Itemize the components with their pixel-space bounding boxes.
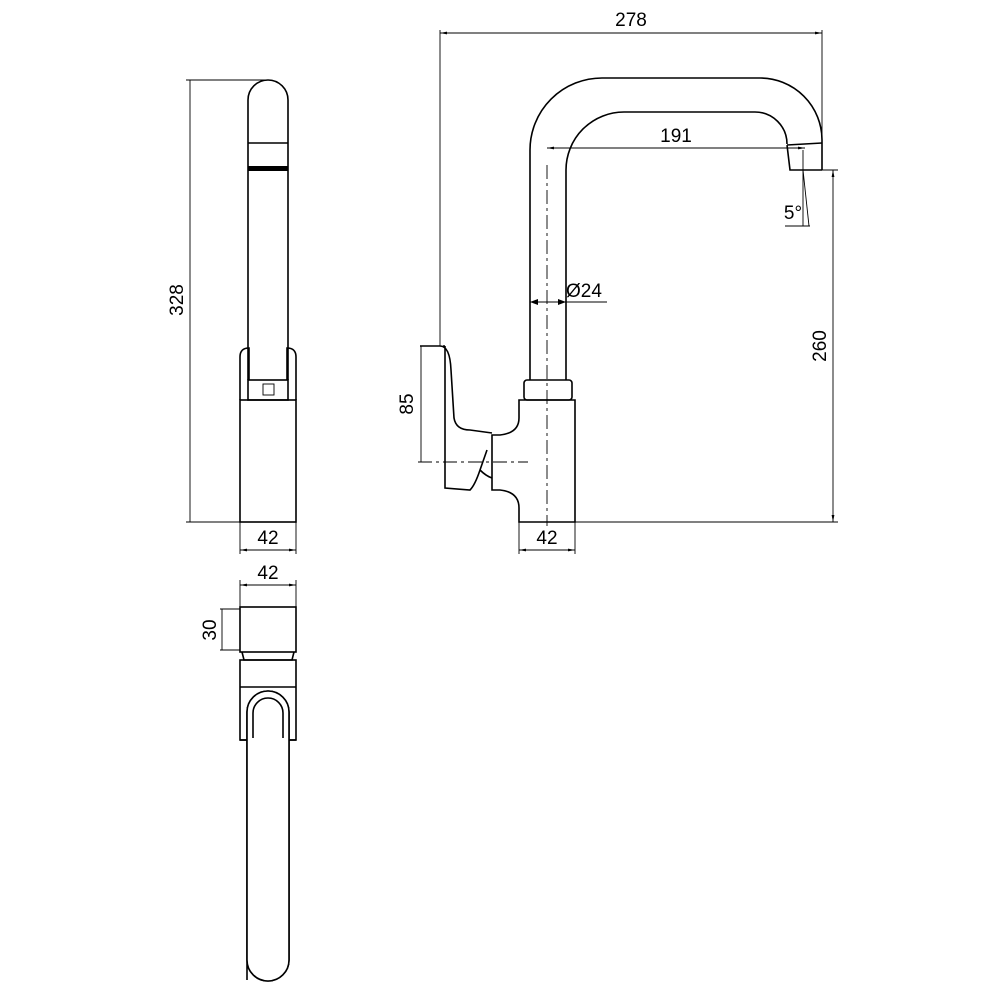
front-hood <box>239 347 297 400</box>
lever <box>420 345 493 491</box>
dim-label-85: 85 <box>397 393 418 414</box>
front-collar-mark <box>262 383 275 396</box>
dim-label-328: 328 <box>167 284 188 316</box>
dim-label-42-plan: 42 <box>257 563 278 584</box>
dim-label-dia24: Ø24 <box>566 281 602 302</box>
front-collar <box>247 379 289 401</box>
dim-label-30-plan: 30 <box>200 619 221 640</box>
side-body <box>491 399 576 523</box>
front-body <box>239 399 297 523</box>
dim-label-42-front: 42 <box>257 528 278 549</box>
nozzle <box>786 142 823 171</box>
plan-view: 42 30 <box>200 563 297 982</box>
side-collar <box>523 379 573 401</box>
dim-label-5deg: 5° <box>784 203 802 224</box>
side-spout-outer <box>529 77 823 380</box>
dim-label-278: 278 <box>615 10 647 31</box>
dim-label-260: 260 <box>810 330 831 362</box>
front-view: 328 42 <box>167 79 297 554</box>
dim-label-42-side: 42 <box>536 528 557 549</box>
front-spout <box>247 79 289 380</box>
side-view: 278 191 5° Ø24 260 85 42 <box>397 10 838 554</box>
aerator-band <box>248 166 288 171</box>
side-spout-inner <box>565 111 788 380</box>
dim-label-191: 191 <box>660 126 692 147</box>
plan-lever <box>239 606 297 653</box>
